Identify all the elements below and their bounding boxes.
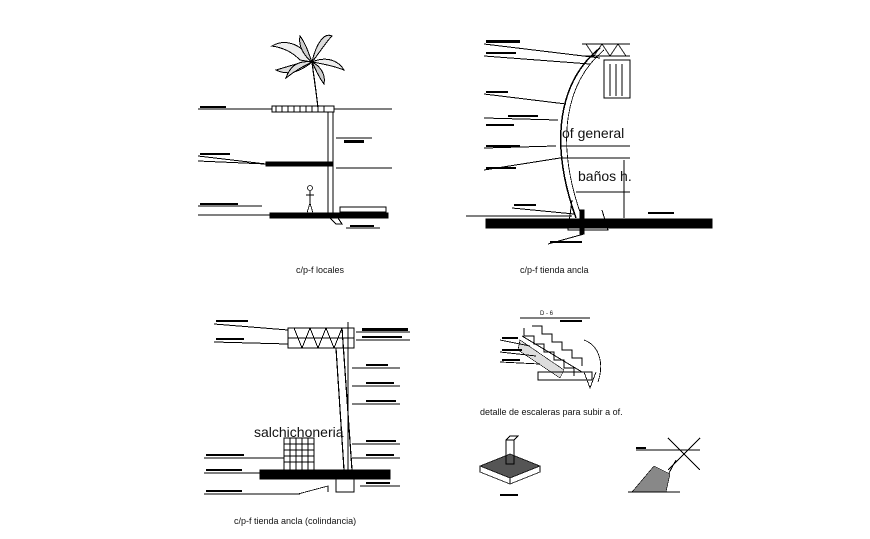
room-label-of-general: of general [562, 125, 625, 141]
section-tienda-ancla [466, 40, 713, 245]
roof-truss [582, 43, 631, 99]
annotation-leaders [197, 108, 392, 229]
caption-locales: c/p-f locales [296, 265, 345, 275]
footing-isometric [478, 435, 542, 496]
room-label-banos: baños h. [578, 168, 632, 184]
stair-tag: D - 6 [540, 311, 554, 317]
annotation-text-bars [502, 320, 582, 361]
annotation-text-bars [206, 320, 408, 492]
section-locales [197, 34, 392, 229]
annotation-text-bars [200, 106, 374, 227]
roof-truss [287, 326, 355, 350]
mezzanine-slab [265, 161, 333, 167]
column [335, 327, 353, 471]
palm-tree-symbol [270, 34, 346, 109]
annotation-leaders [204, 323, 410, 495]
floor-slab [259, 469, 391, 480]
foundation-slab [485, 218, 713, 229]
retaining-detail [628, 437, 701, 493]
human-scale-figure [306, 185, 314, 214]
stair-detail [499, 317, 601, 390]
room-label-salchichoneria: salchichoneria [254, 424, 344, 440]
annotation-leaders [499, 317, 590, 365]
section-colindancia [204, 320, 410, 495]
caption-tienda-ancla: c/p-f tienda ancla [520, 265, 589, 275]
display-shelf-grid [283, 437, 315, 471]
ground-floor [269, 212, 389, 219]
roof-slab [271, 105, 335, 113]
curved-facade [560, 47, 601, 219]
caption-escaleras: detalle de escaleras para subir a of. [480, 407, 623, 417]
caption-colindancia: c/p-f tienda ancla (colindancia) [234, 516, 357, 526]
annotation-text-bars [486, 40, 674, 243]
